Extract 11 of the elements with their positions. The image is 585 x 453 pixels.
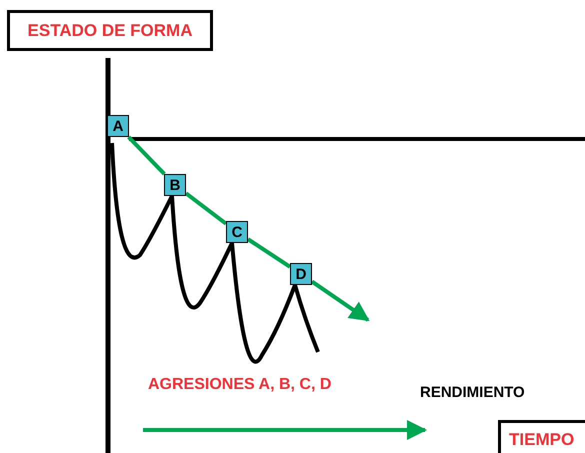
arrow [310, 280, 370, 322]
point-marker: D [290, 263, 312, 285]
point-marker: B [164, 174, 186, 196]
connector-line [184, 192, 228, 226]
heading-box: TIEMPO [498, 420, 585, 453]
axis-label: RENDIMIENTO [420, 384, 525, 401]
caption-text: AGRESIONES A, B, C, D [148, 376, 332, 394]
point-marker: A [107, 115, 129, 137]
point-marker: C [226, 221, 248, 243]
connector-line [246, 238, 292, 268]
heading-box: ESTADO DE FORMA [7, 10, 213, 51]
